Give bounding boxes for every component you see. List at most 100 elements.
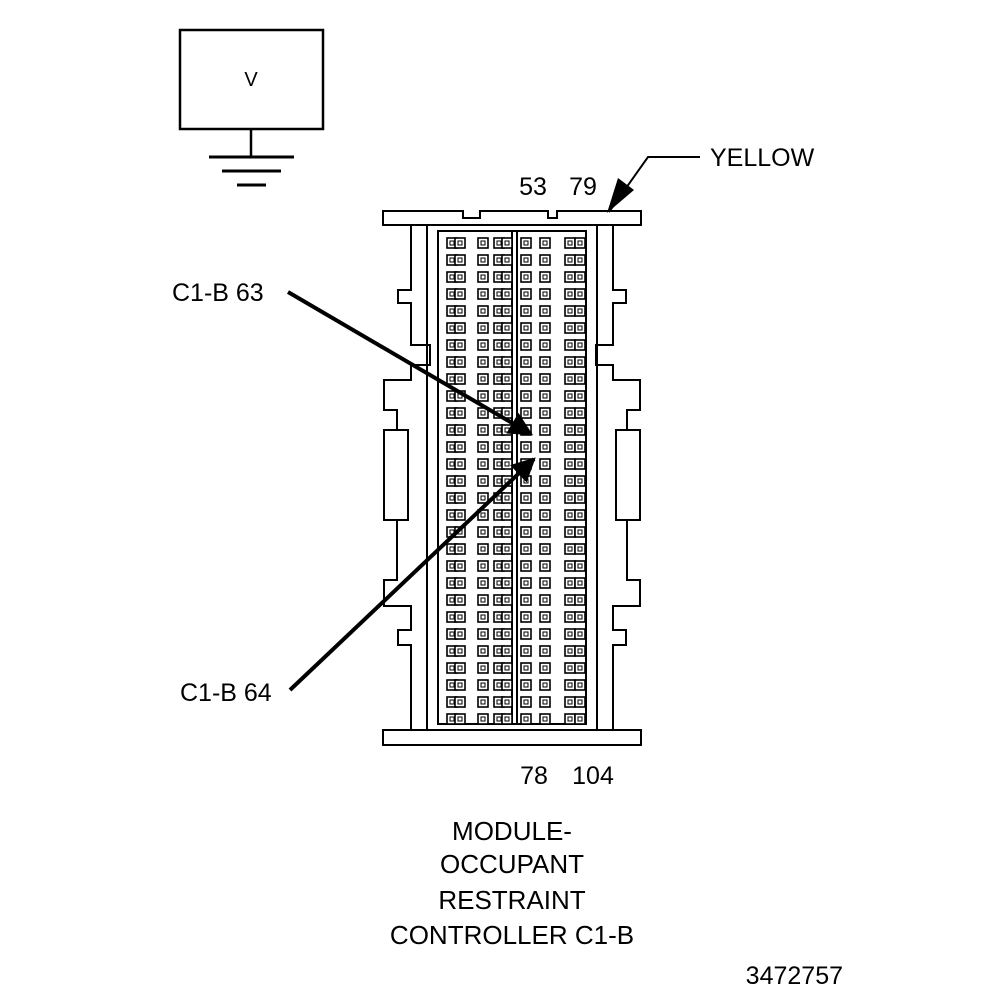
terminal-cavity-inner	[457, 614, 463, 620]
terminal-cavity-inner	[523, 359, 529, 365]
terminal-cavity-inner	[567, 308, 573, 314]
terminal-cavity-inner	[457, 376, 463, 382]
terminal-cavity-inner	[449, 461, 455, 467]
terminal-cavity-inner	[567, 495, 573, 501]
terminal-cavity-inner	[496, 648, 502, 654]
terminal-cavity-inner	[480, 580, 486, 586]
module-title-line-3: RESTRAINT	[438, 885, 585, 915]
terminal-cavity-inner	[523, 495, 529, 501]
terminal-cavity-inner	[577, 529, 583, 535]
terminal-cavity-inner	[449, 444, 455, 450]
terminal-cavity-inner	[567, 665, 573, 671]
terminal-cavity-inner	[577, 699, 583, 705]
terminal-cavity-inner	[504, 614, 510, 620]
terminal-cavity-inner	[480, 359, 486, 365]
terminal-cavity-inner	[480, 665, 486, 671]
terminal-cavity-inner	[480, 376, 486, 382]
terminal-cavity-inner	[504, 648, 510, 654]
terminal-cavity-inner	[449, 614, 455, 620]
terminal-cavity-inner	[496, 240, 502, 246]
terminal-cavity-inner	[577, 461, 583, 467]
terminal-cavity-inner	[504, 597, 510, 603]
terminal-cavity-inner	[504, 444, 510, 450]
terminal-cavity-inner	[449, 393, 455, 399]
terminal-cavity-inner	[542, 308, 548, 314]
terminal-cavity-inner	[523, 478, 529, 484]
terminal-cavity-inner	[577, 274, 583, 280]
terminal-cavity-inner	[567, 597, 573, 603]
terminal-cavity-inner	[523, 631, 529, 637]
terminal-cavity-inner	[577, 716, 583, 722]
terminal-cavity-inner	[567, 614, 573, 620]
terminal-cavity-inner	[504, 631, 510, 637]
terminal-cavity-inner	[542, 495, 548, 501]
terminal-cavity-inner	[567, 444, 573, 450]
terminal-cavity-inner	[496, 546, 502, 552]
terminal-cavity-inner	[577, 665, 583, 671]
terminal-cavity-inner	[504, 495, 510, 501]
terminal-cavity-inner	[577, 614, 583, 620]
terminal-cavity-inner	[542, 410, 548, 416]
terminal-cavity-inner	[523, 665, 529, 671]
terminal-cavity-inner	[542, 682, 548, 688]
terminal-cavity-inner	[542, 614, 548, 620]
terminal-cavity-inner	[542, 716, 548, 722]
terminal-cavity-inner	[542, 274, 548, 280]
terminal-cavity-inner	[542, 376, 548, 382]
terminal-cavity-inner	[457, 274, 463, 280]
terminal-cavity-inner	[567, 478, 573, 484]
terminal-cavity-inner	[480, 274, 486, 280]
terminal-cavity-inner	[449, 325, 455, 331]
terminal-cavity-inner	[577, 495, 583, 501]
terminal-cavity-inner	[480, 478, 486, 484]
terminal-cavity-inner	[567, 325, 573, 331]
terminal-cavity-inner	[523, 325, 529, 331]
terminal-cavity-inner	[457, 478, 463, 484]
terminal-cavity-inner	[542, 393, 548, 399]
terminal-cavity-inner	[523, 274, 529, 280]
terminal-cavity-inner	[504, 563, 510, 569]
terminal-cavity-inner	[449, 665, 455, 671]
terminal-cavity-inner	[577, 257, 583, 263]
terminal-cavity-inner	[542, 529, 548, 535]
voltmeter-symbol: V	[178, 28, 325, 157]
terminal-cavity-inner	[567, 529, 573, 535]
terminal-cavity-inner	[480, 614, 486, 620]
terminal-cavity-inner	[523, 308, 529, 314]
terminal-cavity-inner	[567, 240, 573, 246]
terminal-cavity-inner	[523, 580, 529, 586]
terminal-cavity-inner	[496, 512, 502, 518]
terminal-cavity-inner	[449, 274, 455, 280]
terminal-cavity-inner	[504, 393, 510, 399]
pin-label-104: 104	[572, 762, 614, 790]
terminal-cavity-inner	[504, 682, 510, 688]
terminal-cavity-inner	[567, 716, 573, 722]
terminal-cavity-inner	[480, 291, 486, 297]
terminal-cavity-inner	[457, 240, 463, 246]
terminal-cavity-inner	[496, 665, 502, 671]
terminal-cavity-inner	[480, 597, 486, 603]
terminal-cavity-inner	[496, 682, 502, 688]
terminal-cavity-inner	[480, 648, 486, 654]
terminal-cavity-inner	[496, 478, 502, 484]
ground-icon	[209, 155, 294, 187]
terminal-cavity-inner	[504, 529, 510, 535]
terminal-cavity-inner	[449, 597, 455, 603]
terminal-cavity-inner	[504, 580, 510, 586]
terminal-cavity-inner	[504, 665, 510, 671]
terminal-cavity-inner	[480, 563, 486, 569]
connector-body	[382, 210, 642, 746]
terminal-cavity-inner	[567, 393, 573, 399]
terminal-cavity-inner	[457, 648, 463, 654]
terminal-cavity-inner	[567, 682, 573, 688]
terminal-cavity-inner	[542, 444, 548, 450]
terminal-cavity-inner	[457, 682, 463, 688]
terminal-cavity-inner	[523, 393, 529, 399]
terminal-cavity-inner	[504, 699, 510, 705]
terminal-cavity-inner	[542, 563, 548, 569]
terminal-cavity-inner	[542, 427, 548, 433]
terminal-cavity-inner	[523, 512, 529, 518]
terminal-cavity-inner	[567, 546, 573, 552]
terminal-cavity-inner	[496, 631, 502, 637]
